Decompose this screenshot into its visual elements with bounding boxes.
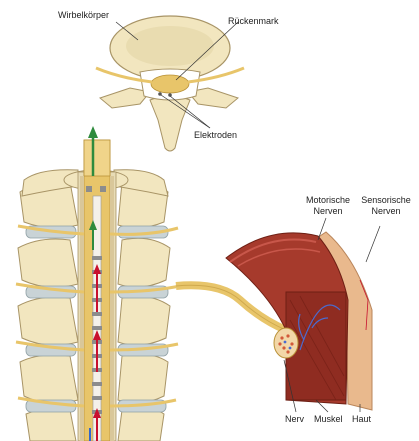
label-elektroden: Elektroden — [194, 130, 237, 141]
label-haut: Haut — [352, 414, 371, 425]
label-nerv: Nerv — [285, 414, 304, 425]
label-sensorische-nerven: Sensorische Nerven — [356, 195, 416, 217]
label-muskel: Muskel — [314, 414, 343, 425]
stimulation-lead — [93, 196, 101, 441]
label-wirbelkoerper: Wirbelkörper — [58, 10, 109, 21]
spinal-column — [16, 126, 180, 441]
label-rueckenmark: Rückenmark — [228, 16, 279, 27]
nerve-cross-section — [274, 328, 298, 358]
muscle-skin-section — [226, 218, 380, 412]
label-motorische-nerven: Motorische Nerven — [300, 195, 356, 217]
spinal-cord-cross-section — [151, 75, 189, 93]
